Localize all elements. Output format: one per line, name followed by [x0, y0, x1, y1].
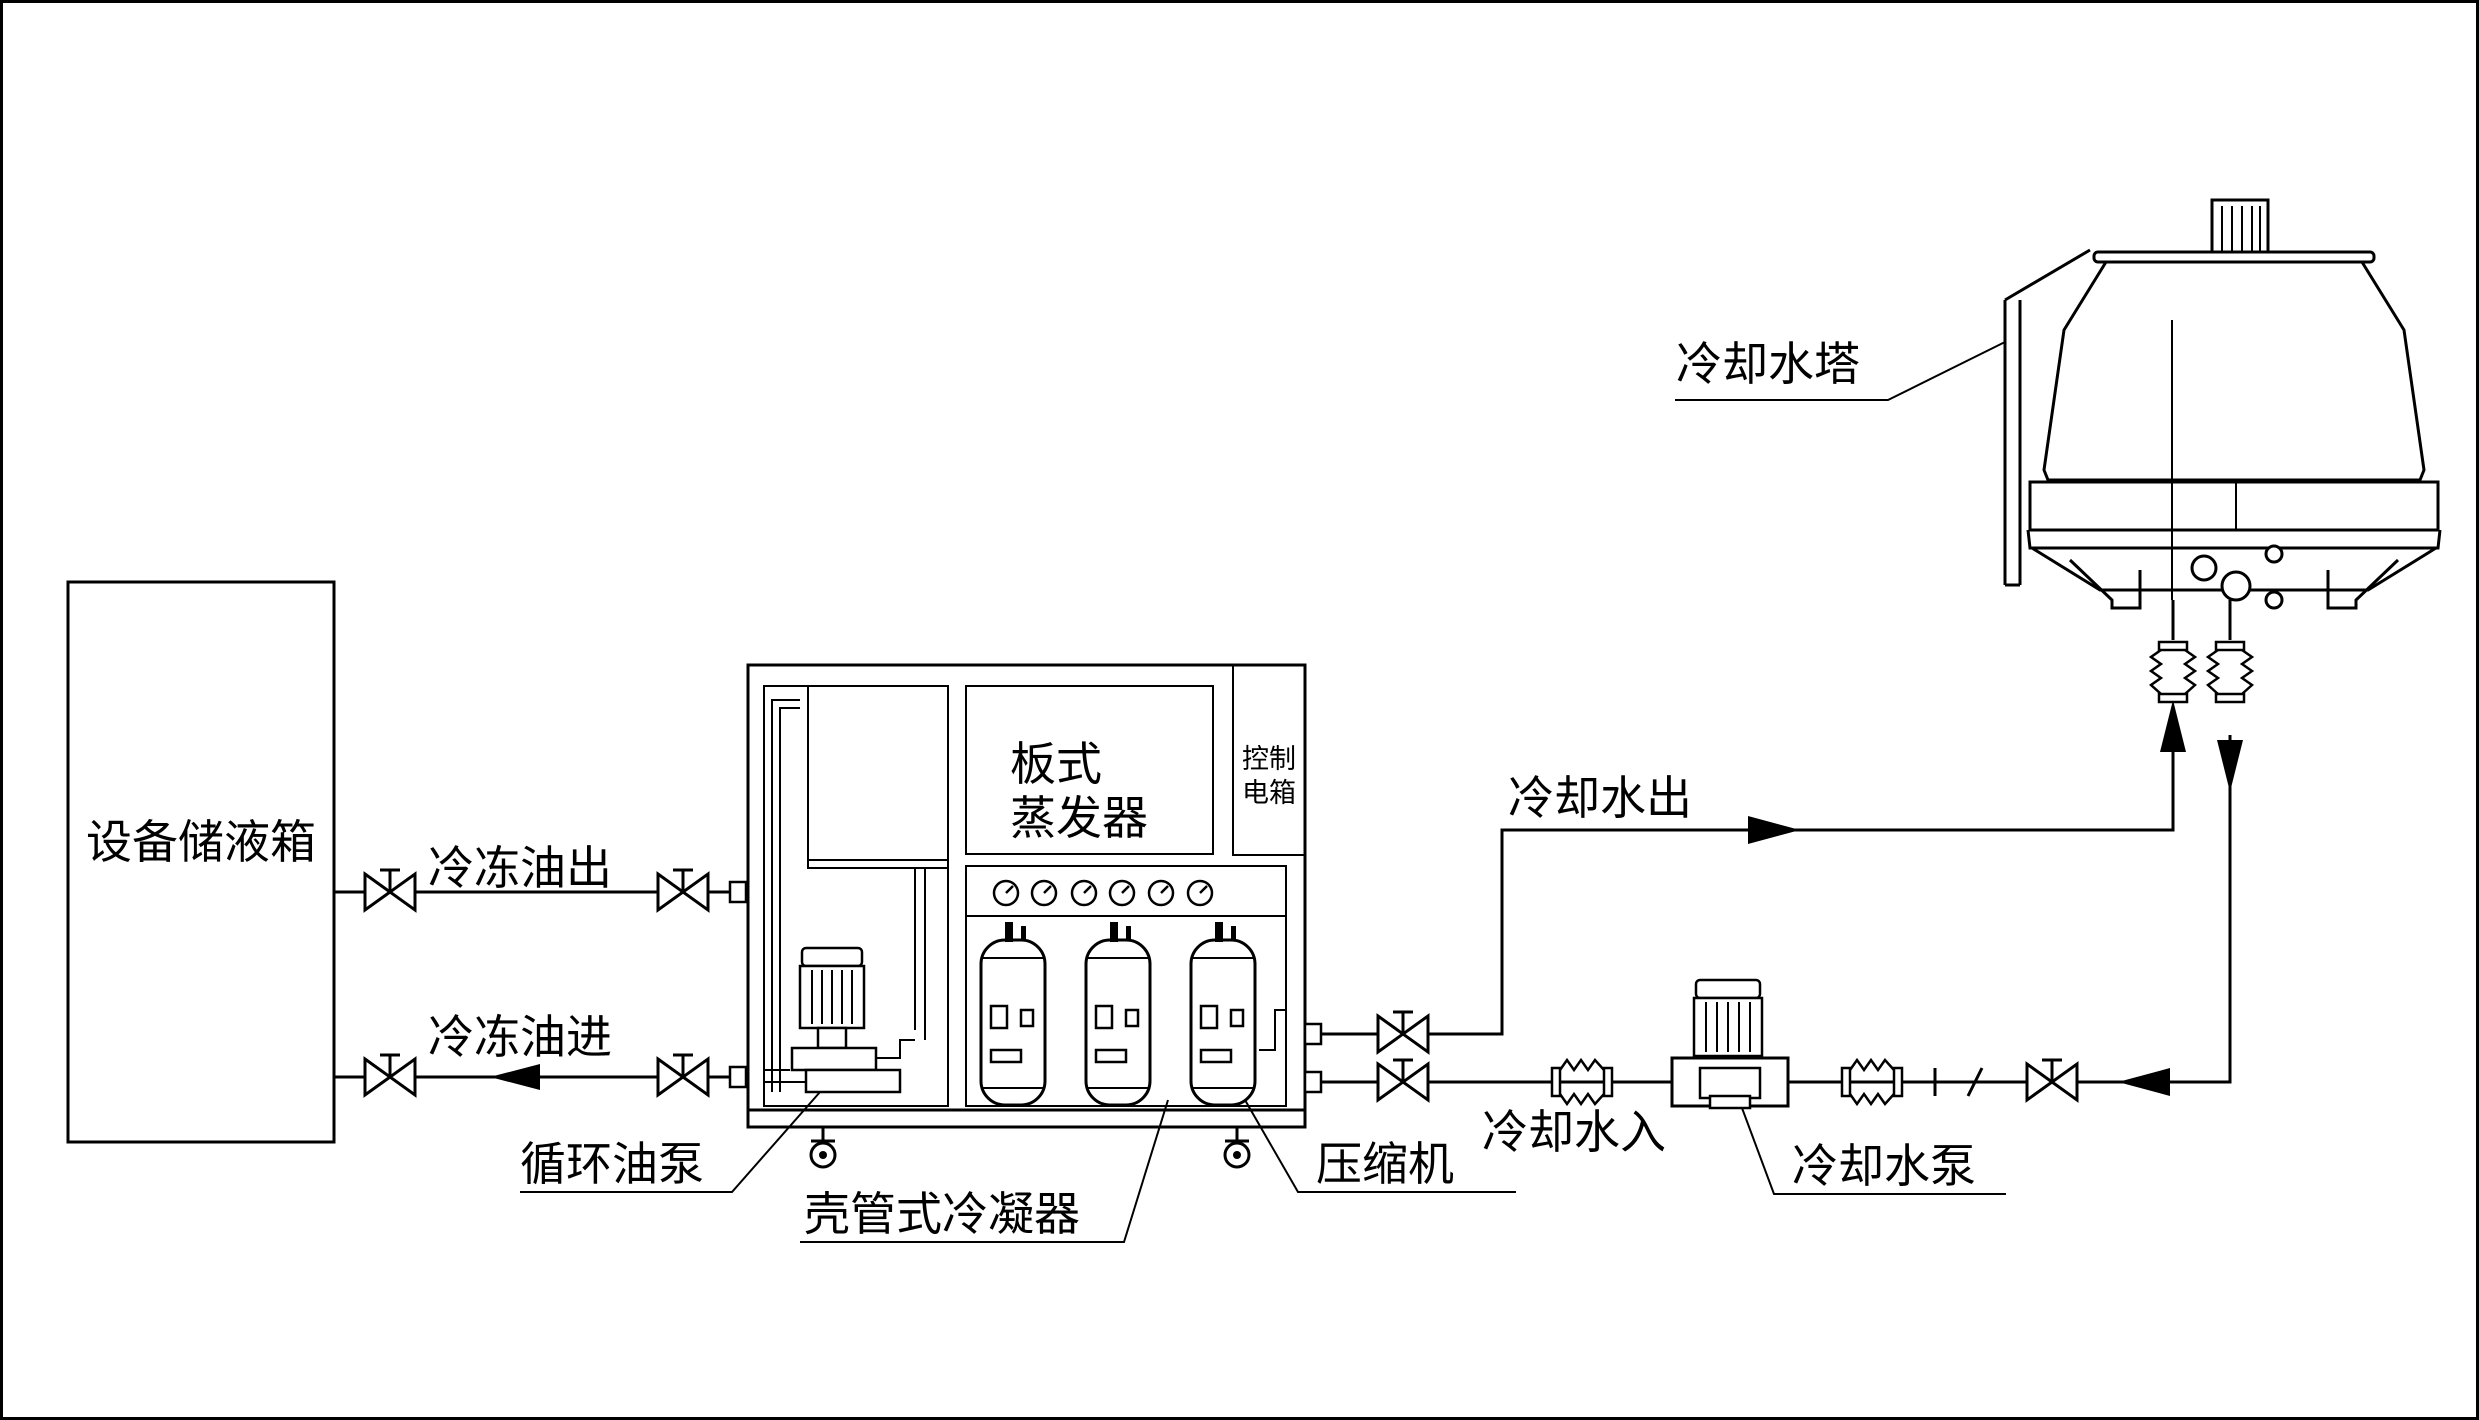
- condenser-label: 壳管式冷凝器: [804, 1187, 1080, 1241]
- oil-out-label: 冷冻油出: [428, 841, 612, 895]
- bellows-icon: [2206, 640, 2254, 704]
- gauge-icon: [1108, 879, 1136, 907]
- arrow-icon: [2160, 700, 2186, 752]
- cooling-water-in-line: 冷却水入: [1321, 735, 2243, 1159]
- cooling-tower-label: 冷却水塔: [1676, 337, 1860, 391]
- gauge-icon: [1070, 879, 1098, 907]
- compressor-icon: [1189, 920, 1257, 1107]
- gauge-icon: [1030, 879, 1058, 907]
- motor-icon: [764, 946, 915, 1094]
- control-box-label-1: 控制: [1242, 744, 1296, 775]
- arrow-icon: [2118, 1068, 2170, 1096]
- cooling-water-out-line: 冷却水出: [1321, 700, 2186, 1054]
- storage-tank: 设备储液箱: [66, 580, 336, 1144]
- arrow-icon: [1748, 816, 1800, 844]
- valve-icon[interactable]: [1376, 1010, 1430, 1054]
- chiller-unit: 板式 蒸发器 控制 电箱: [746, 663, 1323, 1169]
- cooling-tower: 冷却水塔: [1675, 198, 2442, 704]
- gauge-icon: [992, 879, 1020, 907]
- compressor-label: 压缩机: [1316, 1137, 1454, 1191]
- compressor-icon: [1084, 920, 1152, 1107]
- wheel-icon: [809, 1125, 837, 1169]
- motor-icon: [1670, 978, 1790, 1110]
- valve-icon[interactable]: [1376, 1058, 1430, 1102]
- evaporator-label-1: 板式: [1010, 737, 1102, 791]
- oil-out-line: 冷冻油出: [334, 841, 748, 912]
- oil-in-line: 冷冻油进: [334, 1010, 748, 1097]
- bellows-icon: [2149, 640, 2197, 704]
- valve-icon[interactable]: [656, 868, 710, 912]
- gauge-icon: [1147, 879, 1175, 907]
- valve-icon[interactable]: [2025, 1058, 2079, 1102]
- water-pump-label: 冷却水泵: [1792, 1139, 1976, 1193]
- control-box-label-2: 电箱: [1242, 778, 1296, 809]
- tank-label: 设备储液箱: [86, 815, 316, 869]
- evaporator-label-2: 蒸发器: [1010, 791, 1148, 845]
- cooling-water-in-label: 冷却水入: [1482, 1105, 1666, 1159]
- gauge-icon: [1186, 879, 1214, 907]
- valve-icon[interactable]: [656, 1053, 710, 1097]
- valve-icon[interactable]: [363, 1053, 417, 1097]
- valve-icon[interactable]: [363, 868, 417, 912]
- callouts: 循环油泵 壳管式冷凝器 压缩机 冷却水泵: [520, 1091, 2006, 1243]
- oil-in-label: 冷冻油进: [428, 1010, 612, 1064]
- arrow-icon: [2217, 740, 2243, 792]
- compressor-icon: [979, 920, 1047, 1107]
- cooling-water-out-label: 冷却水出: [1508, 771, 1692, 825]
- arrow-icon: [490, 1064, 540, 1090]
- wheel-icon: [1223, 1125, 1251, 1169]
- oil-pump-label: 循环油泵: [520, 1137, 704, 1191]
